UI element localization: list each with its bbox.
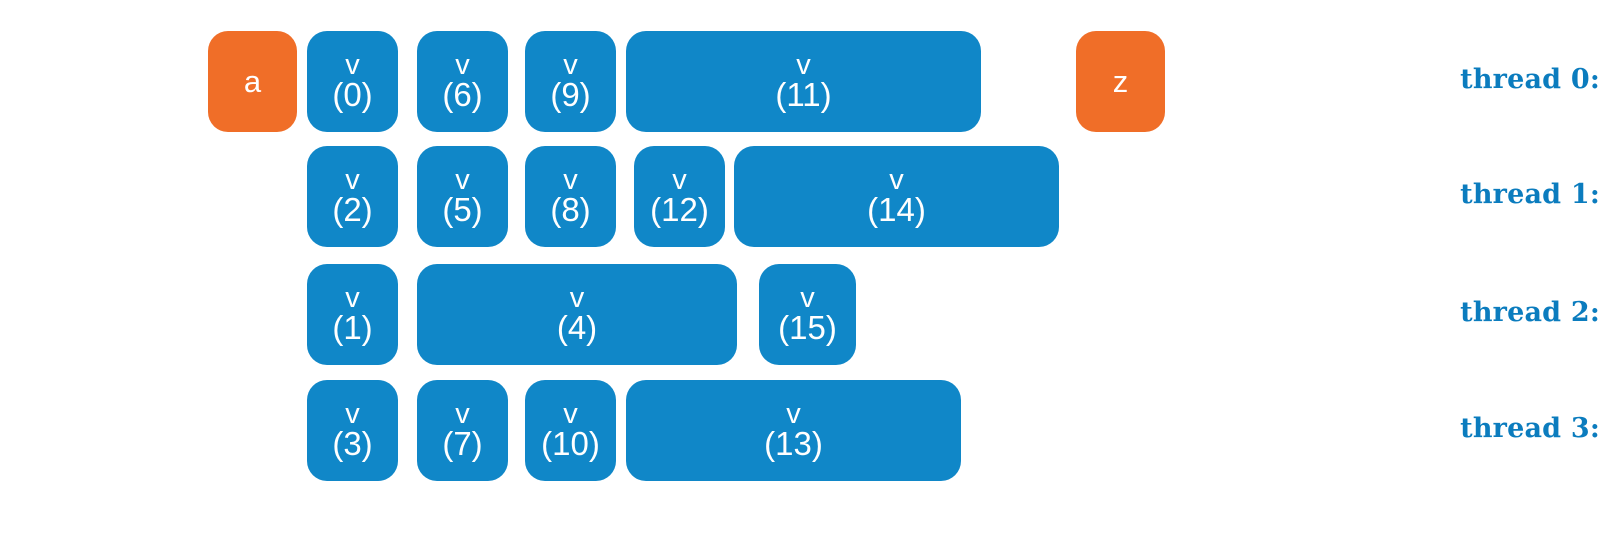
op-block-v-9[interactable]: v(9) (525, 31, 616, 132)
op-label: a (243, 63, 262, 99)
op-index-label: (4) (556, 309, 598, 347)
op-index-label: (1) (332, 309, 373, 347)
op-block-v-2[interactable]: v(2) (307, 146, 398, 247)
op-label: z (1112, 63, 1129, 99)
op-index-label: (5) (442, 191, 483, 229)
thread-row: thread 1:v(2)v(5)v(8)v(12)v(14) (0, 146, 1600, 247)
op-block-v-15[interactable]: v(15) (759, 264, 856, 365)
op-label: v (563, 163, 578, 196)
op-block-v-3[interactable]: v(3) (307, 380, 398, 481)
op-label: v (563, 48, 578, 81)
op-block-v-11[interactable]: v(11) (626, 31, 981, 132)
op-label: v (796, 48, 811, 81)
op-index-label: (11) (775, 76, 832, 114)
op-block-v-6[interactable]: v(6) (417, 31, 508, 132)
thread-label-3: thread 3: (1460, 412, 1600, 444)
thread-label-2: thread 2: (1460, 296, 1600, 328)
op-index-label: (3) (332, 425, 373, 463)
op-block-v-0[interactable]: v(0) (307, 31, 398, 132)
op-block-v-13[interactable]: v(13) (626, 380, 961, 481)
thread-row: thread 3:v(3)v(7)v(10)v(13) (0, 380, 1600, 481)
op-index-label: (7) (442, 425, 483, 463)
op-index-label: (9) (550, 76, 591, 114)
op-block-v-8[interactable]: v(8) (525, 146, 616, 247)
op-block-v-14[interactable]: v(14) (734, 146, 1059, 247)
op-index-label: (10) (541, 425, 600, 463)
op-block-v-1[interactable]: v(1) (307, 264, 398, 365)
op-index-label: (6) (442, 76, 483, 114)
op-index-label: (14) (867, 191, 926, 229)
op-label: v (345, 281, 360, 314)
op-index-label: (15) (778, 309, 837, 347)
op-label: v (672, 163, 687, 196)
op-index-label: (13) (764, 425, 823, 463)
op-block-v-7[interactable]: v(7) (417, 380, 508, 481)
op-label: v (345, 48, 360, 81)
op-label: v (345, 397, 360, 430)
thread-label-0: thread 0: (1460, 63, 1600, 95)
op-label: v (786, 397, 801, 430)
op-label: v (889, 163, 904, 196)
op-index-label: (0) (332, 76, 373, 114)
op-block-a-a[interactable]: a (208, 31, 297, 132)
op-block-z-z[interactable]: z (1076, 31, 1165, 132)
op-block-v-4[interactable]: v(4) (417, 264, 737, 365)
thread-row: thread 2:v(1)v(4)v(15) (0, 264, 1600, 365)
op-block-v-12[interactable]: v(12) (634, 146, 725, 247)
op-index-label: (12) (650, 191, 709, 229)
op-label: v (563, 397, 578, 430)
op-label: v (569, 281, 585, 314)
op-index-label: (2) (332, 191, 373, 229)
op-index-label: (8) (550, 191, 591, 229)
op-label: v (455, 48, 470, 81)
op-block-v-5[interactable]: v(5) (417, 146, 508, 247)
op-block-v-10[interactable]: v(10) (525, 380, 616, 481)
op-label: v (800, 281, 815, 314)
op-label: v (345, 163, 360, 196)
op-label: v (455, 163, 470, 196)
op-label: v (455, 397, 470, 430)
thread-label-1: thread 1: (1460, 178, 1600, 210)
